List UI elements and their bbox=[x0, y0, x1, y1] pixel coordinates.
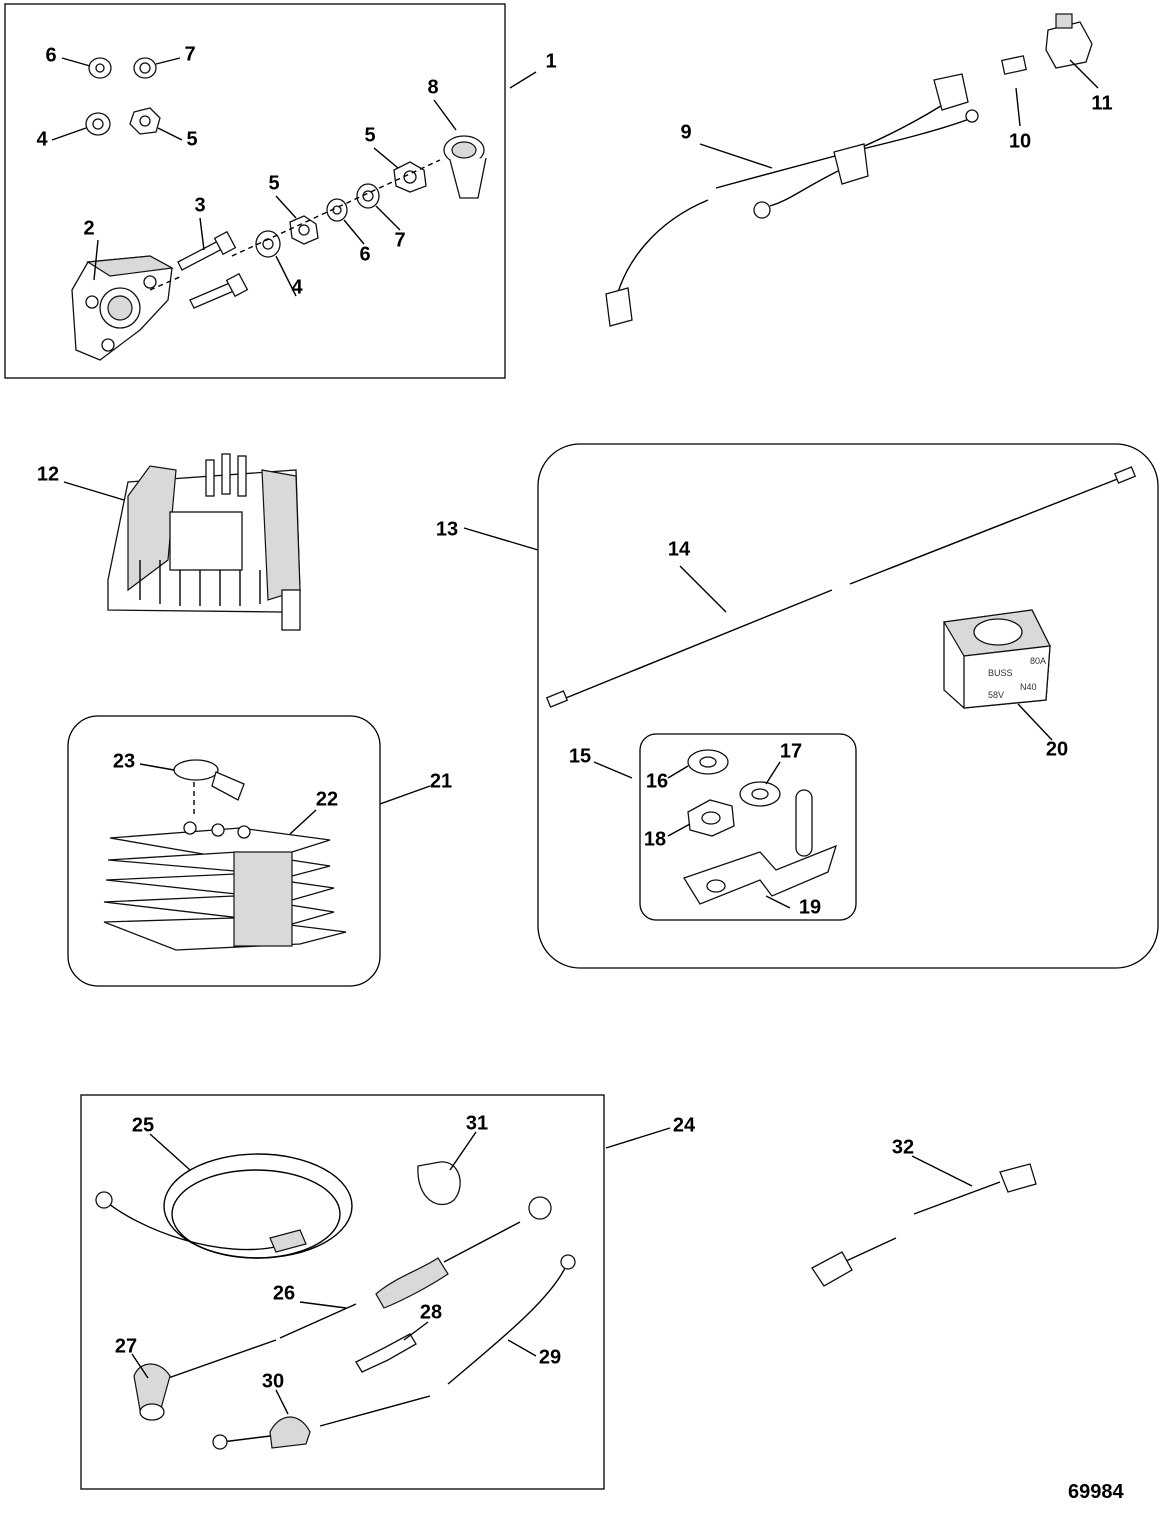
kit-24-frame bbox=[80, 1094, 605, 1490]
kit-15-frame bbox=[639, 733, 857, 921]
callout-20: 20 bbox=[1046, 738, 1068, 760]
callout-22: 22 bbox=[316, 788, 338, 810]
callout-32: 32 bbox=[892, 1136, 914, 1158]
bolt-3 bbox=[149, 230, 249, 309]
callout-27: 27 bbox=[115, 1335, 137, 1357]
cable-tie-31 bbox=[417, 1161, 461, 1206]
hardware-stack bbox=[231, 159, 441, 258]
connector-28 bbox=[355, 1333, 417, 1373]
callout-7-top: 7 bbox=[184, 43, 195, 65]
callout-29: 29 bbox=[539, 1346, 561, 1368]
callout-26: 26 bbox=[273, 1282, 295, 1304]
kit-13-frame bbox=[537, 443, 1159, 969]
nut-18 bbox=[687, 799, 735, 837]
callout-2: 2 bbox=[83, 217, 94, 239]
isolator-22 bbox=[103, 821, 347, 951]
callout-14: 14 bbox=[668, 538, 691, 560]
washer-17 bbox=[739, 781, 781, 807]
washer-6-top bbox=[88, 57, 112, 79]
lockwasher-7-top bbox=[133, 57, 157, 79]
fuse-brand: BUSS bbox=[988, 668, 1013, 678]
callout-5-mid: 5 bbox=[268, 172, 279, 194]
callout-4-top: 4 bbox=[36, 128, 48, 150]
cable-29 bbox=[447, 1254, 576, 1385]
battery-isolator-12 bbox=[107, 453, 301, 631]
terminal-boot-8 bbox=[443, 135, 487, 199]
callout-3: 3 bbox=[194, 194, 205, 216]
callout-30: 30 bbox=[262, 1370, 284, 1392]
terminal-boot-23 bbox=[173, 759, 245, 816]
callout-1: 1 bbox=[545, 50, 556, 72]
fuse-rating: 80A bbox=[1030, 656, 1046, 666]
callout-7-mid: 7 bbox=[394, 229, 405, 251]
callout-16: 16 bbox=[646, 770, 668, 792]
kit-21-frame bbox=[67, 715, 381, 987]
fuse-20 bbox=[943, 609, 1051, 709]
fuse-holder-11 bbox=[1045, 13, 1093, 69]
kit-1-frame bbox=[4, 3, 506, 379]
callout-8: 8 bbox=[427, 76, 438, 98]
stud-bracket-19 bbox=[683, 789, 838, 905]
terminal-boot-27 bbox=[133, 1363, 171, 1421]
figure-number: 69984 bbox=[1068, 1481, 1124, 1503]
callout-17: 17 bbox=[780, 740, 802, 762]
washer-16 bbox=[687, 749, 729, 775]
callout-5-right: 5 bbox=[364, 124, 375, 146]
callout-6-top: 6 bbox=[45, 44, 56, 66]
callout-11: 11 bbox=[1091, 92, 1112, 114]
callout-24: 24 bbox=[673, 1114, 696, 1136]
callout-19: 19 bbox=[799, 896, 821, 918]
callout-13: 13 bbox=[436, 518, 458, 540]
fuse-10 bbox=[1001, 55, 1027, 75]
mounting-bracket-2 bbox=[71, 255, 174, 361]
callout-31: 31 bbox=[466, 1112, 488, 1134]
callout-labels: 1 2 3 4 4 5 5 5 6 6 7 7 8 9 10 11 12 13 … bbox=[36, 43, 1112, 1392]
callout-10: 10 bbox=[1009, 130, 1031, 152]
callout-23: 23 bbox=[113, 750, 135, 772]
nut-5-top bbox=[129, 107, 161, 135]
cable-32 bbox=[811, 1163, 1037, 1287]
callout-12: 12 bbox=[37, 463, 59, 485]
callout-4-mid: 4 bbox=[291, 276, 303, 298]
wire-harness-9 bbox=[605, 73, 979, 327]
cable-26 bbox=[139, 1196, 552, 1389]
callout-5-top: 5 bbox=[186, 128, 197, 150]
callout-18: 18 bbox=[644, 828, 666, 850]
callout-9: 9 bbox=[680, 121, 691, 143]
cable-25 bbox=[95, 1153, 353, 1259]
washer-4-top bbox=[85, 112, 111, 136]
callout-28: 28 bbox=[420, 1301, 442, 1323]
leader-lines bbox=[51, 57, 1099, 1415]
fuse-voltage: 58V bbox=[988, 690, 1004, 700]
callout-25: 25 bbox=[132, 1114, 154, 1136]
callout-21: 21 bbox=[430, 770, 452, 792]
callout-6-mid: 6 bbox=[359, 243, 370, 265]
fuse-model: N40 bbox=[1020, 682, 1037, 692]
cable-14 bbox=[545, 466, 1137, 708]
callout-15: 15 bbox=[569, 745, 591, 767]
cable-30 bbox=[212, 1395, 431, 1450]
